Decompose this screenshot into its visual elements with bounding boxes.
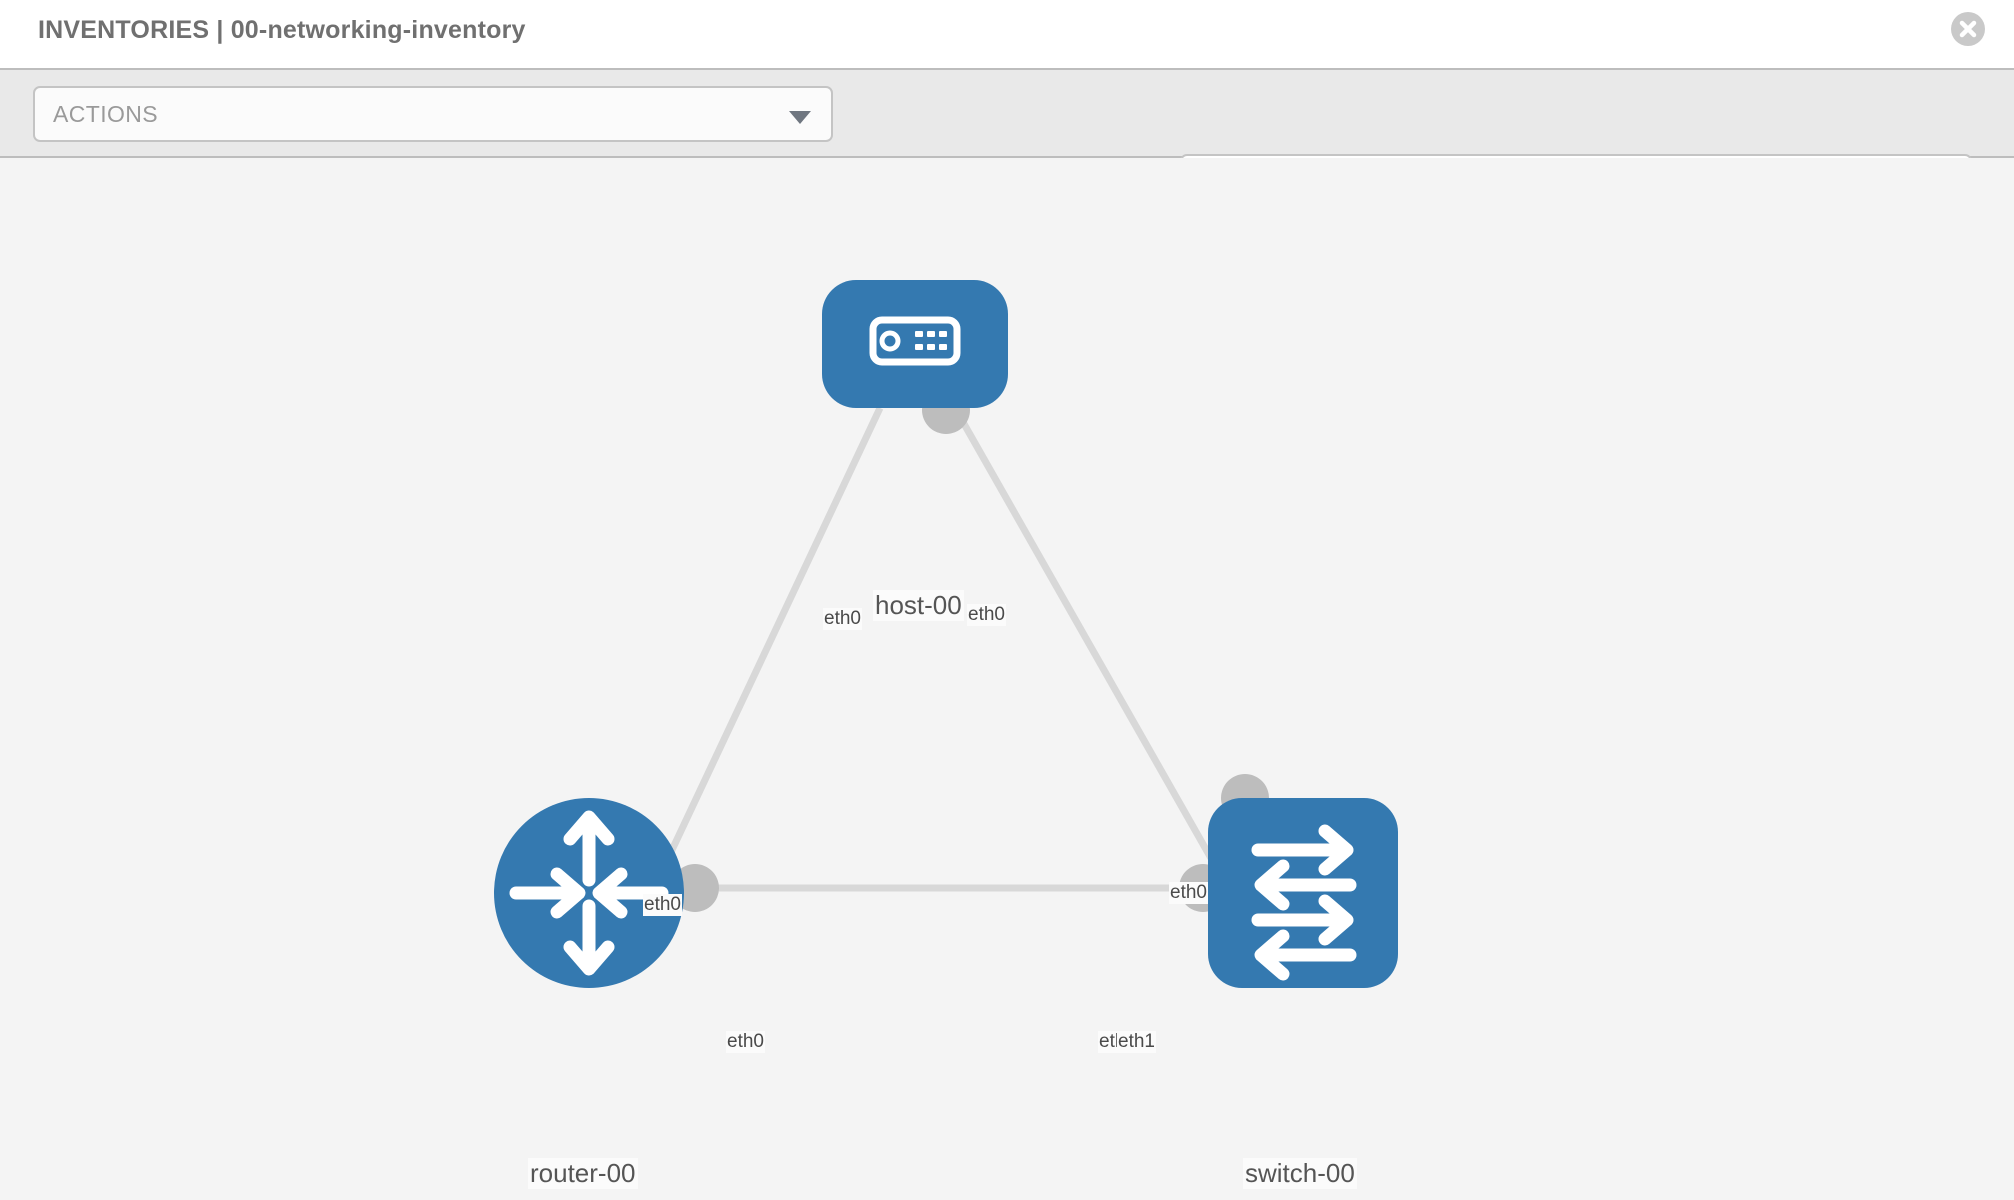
iface-label-switch-up: eth0	[1169, 882, 1208, 904]
node-switch-00	[1208, 798, 1398, 988]
node-label-host-00[interactable]: host-00	[873, 590, 964, 621]
window-header: INVENTORIES | 00-networking-inventory	[0, 0, 2014, 68]
page-title: INVENTORIES | 00-networking-inventory	[38, 16, 526, 44]
iface-label-switch-left: eth1	[1117, 1031, 1156, 1053]
link-host-switch	[951, 406, 1249, 920]
topology-graph	[494, 280, 1398, 988]
link-host-router	[636, 406, 884, 920]
node-host-00	[822, 280, 1008, 408]
node-label-switch-00[interactable]: switch-00	[1243, 1158, 1357, 1189]
topology-canvas[interactable]: host-00 router-00 switch-00 eth0 eth0 et…	[0, 158, 2014, 1200]
close-icon[interactable]	[1950, 11, 1986, 47]
iface-label-host-right: eth0	[967, 604, 1006, 626]
chevron-down-icon	[789, 111, 811, 124]
iface-label-router-up: eth0	[643, 894, 682, 916]
actions-dropdown-label: ACTIONS	[53, 101, 159, 127]
iface-label-router-right: eth0	[726, 1031, 765, 1053]
toolbar: ACTIONS SEARCH	[0, 68, 2014, 210]
node-router-00	[494, 798, 684, 988]
iface-label-host-left: eth0	[823, 608, 862, 630]
node-label-router-00[interactable]: router-00	[528, 1158, 638, 1189]
actions-dropdown[interactable]: ACTIONS	[33, 86, 833, 142]
